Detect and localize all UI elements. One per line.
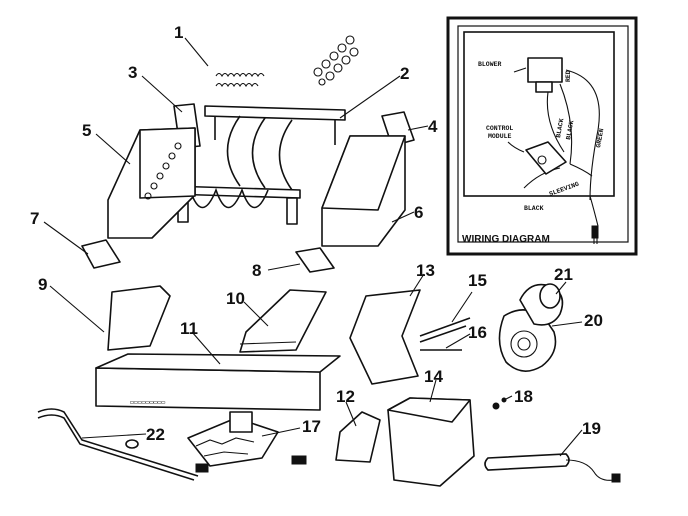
callout-3: 3 bbox=[128, 63, 137, 82]
part-8-plate bbox=[295, 247, 335, 273]
wiring-label-control: CONTROL bbox=[486, 125, 513, 132]
wiring-label-black-1: BLACK bbox=[555, 118, 565, 139]
callout-20: 20 bbox=[584, 311, 603, 330]
part-6-box bbox=[321, 135, 406, 247]
wiring-label-black-3: BLACK bbox=[524, 205, 544, 212]
callout-2: 2 bbox=[400, 64, 409, 83]
callout-4: 4 bbox=[428, 117, 438, 136]
wiring-label-red: RED bbox=[565, 70, 572, 82]
part-21-blower-motor bbox=[519, 283, 564, 326]
part-12-bracket bbox=[335, 411, 381, 463]
callout-9: 9 bbox=[38, 275, 47, 294]
callout-16: 16 bbox=[468, 323, 487, 342]
callout-14: 14 bbox=[424, 367, 443, 386]
wiring-plug bbox=[591, 225, 599, 239]
part-1-coil-cluster bbox=[313, 35, 359, 86]
part-5-housing bbox=[107, 127, 196, 239]
callout-numbers: 1 2 3 4 5 6 7 8 9 10 11 12 13 14 15 16 1… bbox=[30, 23, 603, 444]
wiring-label-black-2: BLACK bbox=[565, 120, 575, 141]
callout-1: 1 bbox=[174, 23, 183, 42]
wiring-label-module: MODULE bbox=[488, 133, 512, 140]
part-9-side-panel bbox=[107, 285, 171, 351]
part-13-bent-panel bbox=[349, 289, 421, 385]
leader-lines bbox=[43, 37, 583, 457]
part-14-enclosure bbox=[387, 397, 475, 487]
callout-5: 5 bbox=[82, 121, 91, 140]
callout-7: 7 bbox=[30, 209, 39, 228]
part-18-screw bbox=[492, 397, 507, 410]
wiring-diagram-title: WIRING DIAGRAM bbox=[462, 234, 550, 245]
part-19-heater-element bbox=[484, 453, 621, 483]
part-22-rod bbox=[37, 408, 199, 481]
wiring-label-green: GREEN bbox=[595, 128, 605, 149]
wiring-label-blower: BLOWER bbox=[478, 61, 502, 68]
callout-10: 10 bbox=[226, 289, 245, 308]
callout-6: 6 bbox=[414, 203, 423, 222]
part-10-channel bbox=[239, 289, 327, 353]
callout-17: 17 bbox=[302, 417, 321, 436]
wiring-blower-box bbox=[527, 57, 563, 83]
callout-8: 8 bbox=[252, 261, 261, 280]
callout-13: 13 bbox=[416, 261, 435, 280]
wiring-diagram-panel: BLOWER RED CONTROL MODULE BLACK BLACK GR… bbox=[446, 16, 638, 256]
callout-15: 15 bbox=[468, 271, 487, 290]
callout-12: 12 bbox=[336, 387, 355, 406]
part-15-rods bbox=[419, 317, 471, 343]
callout-22: 22 bbox=[146, 425, 165, 444]
part-17-control-assembly bbox=[187, 411, 307, 473]
callout-18: 18 bbox=[514, 387, 533, 406]
callout-19: 19 bbox=[582, 419, 601, 438]
part-1-springs bbox=[215, 35, 359, 88]
callout-11: 11 bbox=[180, 319, 198, 338]
part-11-base-pan: ▭▭▭▭▭▭▭▭▭ bbox=[95, 353, 341, 411]
part-11-slots: ▭▭▭▭▭▭▭▭▭ bbox=[130, 399, 165, 406]
callout-21: 21 bbox=[554, 265, 573, 284]
wiring-wires bbox=[523, 69, 600, 227]
part-7-plate bbox=[81, 239, 121, 269]
